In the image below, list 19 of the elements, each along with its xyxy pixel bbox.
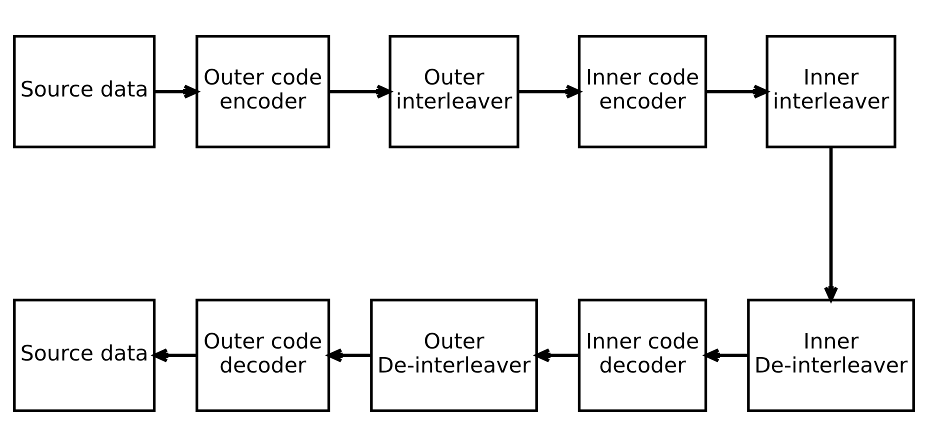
arrow <box>518 84 580 99</box>
arrow <box>823 147 838 302</box>
arrow <box>154 84 198 99</box>
node-box: Source data <box>12 298 156 412</box>
arrow <box>534 348 578 362</box>
arrow <box>704 348 748 362</box>
node-box: Outer De-interleaver <box>370 298 538 412</box>
node-box: Inner code decoder <box>577 298 707 412</box>
arrow <box>706 84 768 99</box>
node-box: Inner De-interleaver <box>746 298 914 412</box>
node-box: Outer code decoder <box>195 298 330 412</box>
arrow <box>326 348 371 362</box>
node-box: Outer code encoder <box>195 35 330 148</box>
node-box: Outer interleaver <box>388 35 519 148</box>
node-box: Inner interleaver <box>765 35 896 148</box>
arrow <box>328 84 391 99</box>
arrow <box>152 348 196 362</box>
node-box: Source data <box>12 35 156 148</box>
node-box: Inner code encoder <box>577 35 707 148</box>
